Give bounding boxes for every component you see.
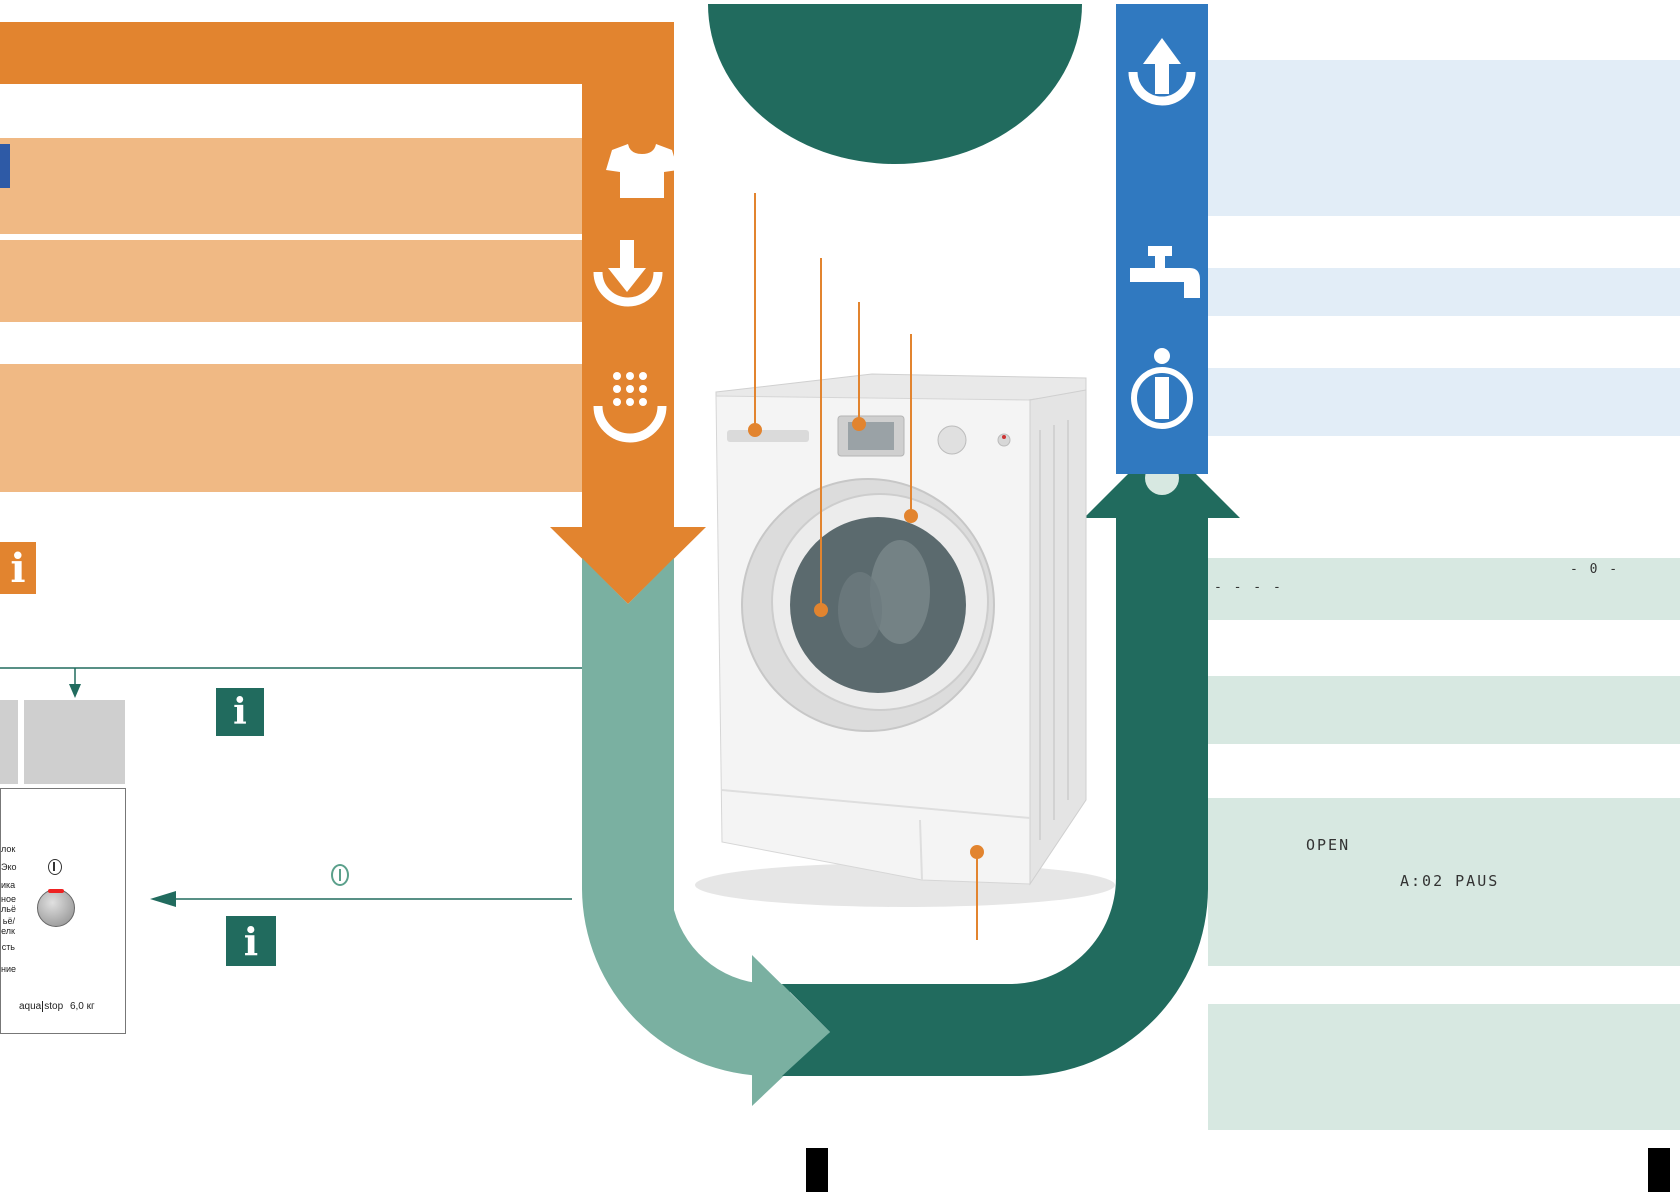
display-open: OPEN — [1306, 836, 1351, 854]
shirt-icon — [606, 144, 678, 198]
program-knob[interactable] — [37, 889, 75, 927]
display-dashes: - - - - — [1214, 580, 1283, 595]
arrow-down-icon — [593, 240, 663, 307]
orange-band-3 — [0, 364, 582, 492]
dark-green-flow — [782, 440, 1240, 1076]
program-label: сть — [1, 942, 15, 952]
orange-band-1 — [0, 138, 582, 234]
control-panel: лок Эко ика ное льё ьё/ елк сть ние aqua… — [0, 788, 126, 1034]
blue-band-3 — [1208, 368, 1680, 436]
detergent-icon — [593, 372, 667, 443]
program-label: ьё/ — [2, 916, 15, 926]
page-marker-left — [806, 1148, 828, 1192]
orange-flow-arrow — [0, 22, 706, 604]
callouts — [748, 193, 984, 940]
green-band-3: OPEN A:02 PAUS — [1208, 798, 1680, 966]
program-label: ное — [1, 894, 16, 904]
page-marker-right — [1648, 1148, 1670, 1192]
top-green-semicircle — [708, 4, 1082, 164]
info-circle-icon — [1131, 348, 1193, 429]
light-green-flow — [582, 558, 790, 1076]
orange-band-2 — [0, 240, 582, 322]
grey-box-1 — [0, 700, 18, 784]
blue-band-1 — [1208, 60, 1680, 216]
green-band-2 — [1208, 676, 1680, 744]
info-icon: i — [0, 542, 36, 594]
left-arrow-line-head — [150, 891, 176, 907]
program-label: ика — [1, 880, 16, 890]
program-label: елк — [1, 926, 15, 936]
program-label: лок — [1, 844, 16, 854]
info-icon: i — [216, 688, 264, 736]
blue-book-thumbnail — [0, 144, 10, 188]
display-zero: - 0 - — [1570, 562, 1620, 577]
program-label: Эко — [1, 862, 17, 872]
display-status: A:02 PAUS — [1400, 872, 1500, 890]
green-band-1: - - - - - 0 - — [1208, 558, 1680, 620]
tap-icon — [1130, 246, 1200, 298]
green-band-4 — [1208, 1004, 1680, 1130]
light-green-arrowhead — [752, 955, 830, 1106]
power-icon — [331, 864, 349, 886]
power-button-symbol — [48, 859, 62, 875]
program-label: льё — [1, 904, 16, 914]
info-icon: i — [226, 916, 276, 966]
arrow-up-icon — [1128, 38, 1196, 106]
blue-band-2 — [1208, 268, 1680, 316]
grey-box-2 — [24, 700, 125, 784]
washing-machine — [695, 373, 1115, 907]
program-label: ние — [1, 964, 17, 974]
